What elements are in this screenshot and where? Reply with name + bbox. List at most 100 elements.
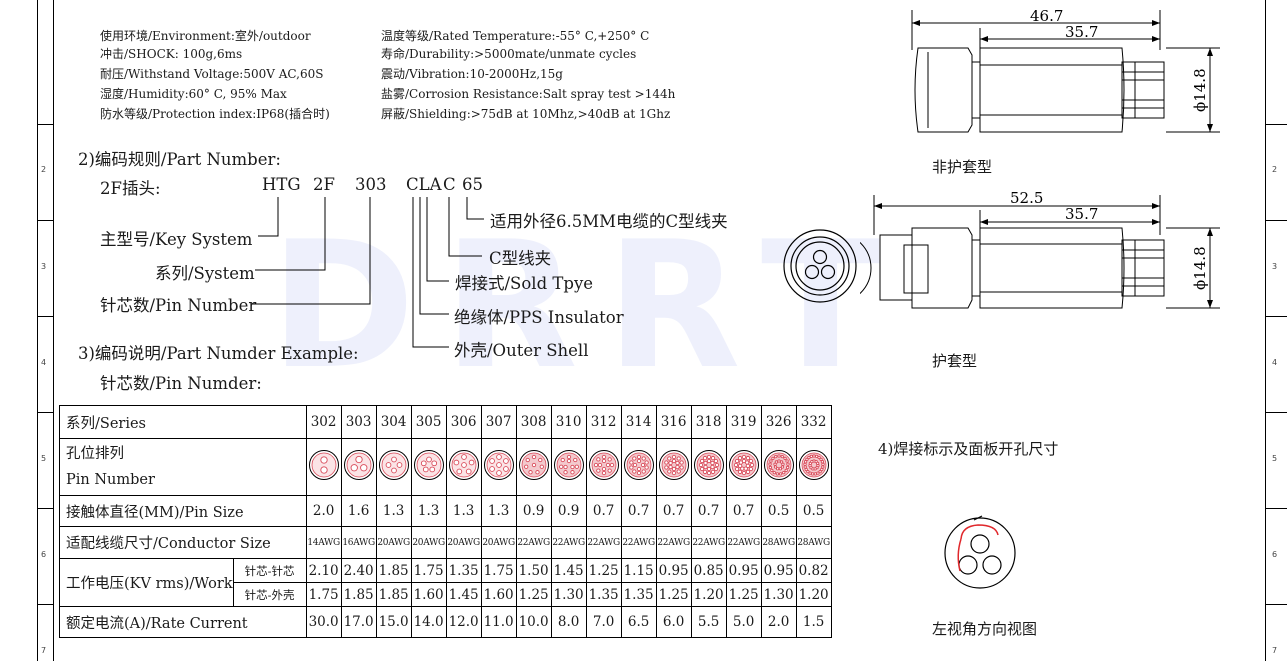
pin-icon — [702, 455, 707, 461]
pin-pin-label: 针芯-针芯 — [232, 558, 307, 583]
pin-icon — [430, 460, 437, 467]
pin-icon — [495, 470, 502, 476]
spec-protection: 防水等级/Protection index:IP68(插合时) — [100, 107, 330, 121]
pin-icon — [806, 455, 811, 460]
pin-icon — [531, 462, 536, 468]
top-contact-end — [1121, 61, 1165, 119]
pin-icon — [460, 462, 467, 468]
code-2f: 2F — [313, 175, 335, 194]
conductor-cell: 20AWG — [445, 526, 482, 559]
series-cell: 312 — [585, 405, 622, 439]
pin-icon — [644, 460, 649, 465]
pin-shell-cell: 1.20 — [690, 582, 727, 607]
dim-body-bottom: 35.7 — [1065, 205, 1098, 223]
pin-layout-8-icon — [518, 450, 549, 480]
row-number: 2 — [1272, 165, 1278, 174]
pin-icon — [523, 464, 528, 469]
pin-icon — [468, 459, 475, 466]
pin-icon — [713, 466, 718, 472]
pin-icon — [607, 457, 612, 462]
pin-shell-cell: 1.60 — [480, 582, 517, 607]
row-number: 5 — [41, 454, 47, 463]
pin-icon — [702, 460, 708, 466]
current-cell: 2.0 — [760, 606, 797, 638]
pin-layout-cell — [620, 438, 657, 496]
pin-icon — [769, 468, 774, 473]
pin-icon — [709, 460, 715, 466]
solder-face-view — [944, 515, 1016, 589]
pin-icon — [805, 469, 810, 474]
pin-icon — [502, 466, 509, 472]
pin-layout-cell — [550, 438, 587, 496]
pin-layout-cell — [725, 438, 762, 496]
pin-icon — [737, 469, 742, 475]
pin-icon — [676, 456, 681, 461]
key-system-label: 主型号/Key System — [100, 230, 253, 249]
spec-environment: 使用环境/Environment:室外/outdoor — [100, 29, 311, 43]
pin-icon — [632, 462, 637, 468]
pin-shell-cell: 1.45 — [445, 582, 482, 607]
pin-icon — [636, 454, 641, 460]
pin-icon — [671, 458, 676, 464]
dim-diameter-top: ϕ14.8 — [1191, 68, 1209, 112]
leader-pin-number — [252, 197, 371, 305]
conductor-cell: 20AWG — [375, 526, 412, 559]
pin-layout-cell — [760, 438, 797, 496]
pin-layout-5-icon — [413, 450, 444, 480]
row-number: 5 — [1272, 454, 1278, 463]
pin-icon — [713, 458, 718, 464]
pin-icon — [702, 469, 707, 475]
leader-key-system — [258, 197, 279, 237]
pin-shell-cell: 1.25 — [655, 582, 692, 607]
conductor-cell: 22AWG — [515, 526, 552, 559]
pin-pin-cell: 1.35 — [445, 558, 482, 583]
pin-layout-18-icon — [693, 450, 724, 480]
series-cell: 303 — [340, 405, 377, 439]
pin-icon — [601, 458, 606, 464]
pin-icon — [738, 460, 743, 465]
current-cell: 30.0 — [305, 606, 342, 638]
pin-pin-cell: 0.95 — [655, 558, 692, 583]
frame-tick — [1265, 220, 1287, 221]
current-label: 额定电流(A)/Rate Current — [59, 606, 307, 638]
pin-size-cell: 0.5 — [760, 495, 797, 527]
pin-icon — [636, 458, 641, 464]
pin-icon — [773, 454, 778, 459]
row-number: 3 — [1272, 262, 1278, 271]
current-cell: 5.5 — [690, 606, 727, 638]
pin-icon — [785, 459, 789, 463]
spec-shock: 冲击/SHOCK: 100g,6ms — [100, 47, 243, 61]
pin-icon — [778, 467, 782, 471]
pin-icon — [709, 464, 715, 470]
pin-icon — [773, 462, 777, 466]
bottom-nut — [971, 239, 981, 297]
bottom-clamp-window — [903, 244, 929, 294]
pin-icon — [601, 466, 606, 472]
frame-tick — [1265, 508, 1287, 509]
pin-layout-label-en: Pin Number — [66, 472, 155, 488]
pin-icon — [814, 454, 818, 459]
frame-left-border — [37, 0, 38, 661]
pin-icon — [674, 460, 680, 466]
voltage-label: 工作电压(KV rms)/Work — [59, 558, 234, 607]
current-cell: 6.0 — [655, 606, 692, 638]
pin-icon — [820, 462, 825, 466]
pin-shell-cell: 1.35 — [620, 582, 657, 607]
pin-icon — [636, 470, 641, 476]
pin-layout-cell — [480, 438, 517, 496]
pin-icon — [739, 466, 745, 471]
pin-icon — [808, 471, 812, 475]
solder-type-label: 焊接式/Sold Tpye — [455, 274, 594, 293]
code-65: 65 — [462, 175, 483, 194]
pin-icon — [537, 457, 543, 463]
conductor-cell: 20AWG — [480, 526, 517, 559]
pin-size-cell: 1.3 — [480, 495, 517, 527]
pin-size-cell: 0.7 — [690, 495, 727, 527]
pin-icon — [674, 464, 680, 470]
spec-durability: 寿命/Durability:>5000mate/unmate cycles — [381, 47, 637, 61]
conductor-cell: 14AWG — [305, 526, 342, 559]
series-cell: 308 — [515, 405, 552, 439]
pin-shell-label: 针芯-外壳 — [232, 582, 307, 607]
